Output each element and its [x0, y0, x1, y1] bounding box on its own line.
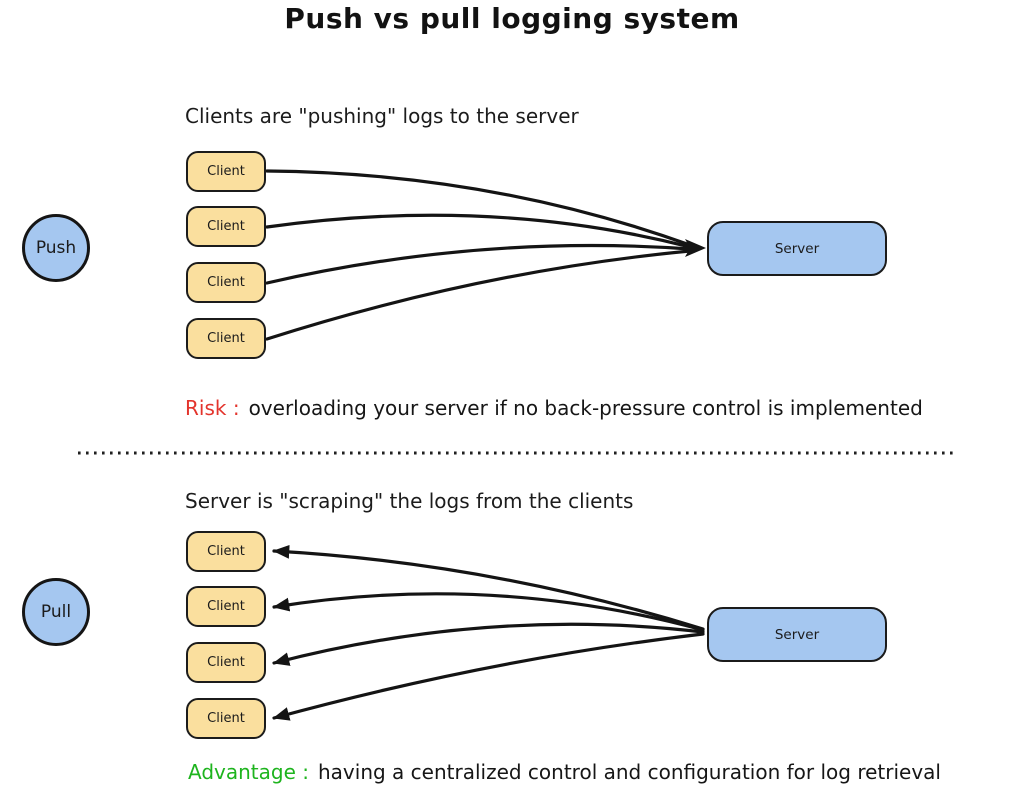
advantage-note-label: Advantage : [188, 760, 309, 784]
client-label: Client [207, 331, 245, 346]
client-node: Client [186, 318, 266, 359]
client-label: Client [207, 219, 245, 234]
server-label: Server [774, 626, 820, 643]
client-label: Client [207, 164, 245, 179]
pull-badge-label: Pull [40, 602, 72, 622]
client-node: Client [186, 531, 266, 572]
server-label: Server [774, 240, 820, 257]
risk-note: Risk : overloading your server if no back… [185, 396, 923, 420]
risk-note-label: Risk : [185, 396, 240, 420]
client-label: Client [207, 655, 245, 670]
server-node: Server [707, 221, 887, 276]
advantage-note-text: having a centralized control and configu… [318, 760, 941, 784]
client-label: Client [207, 711, 245, 726]
pull-heading: Server is "scraping" the logs from the c… [185, 489, 634, 513]
server-node: Server [707, 607, 887, 662]
client-node: Client [186, 698, 266, 739]
client-node: Client [186, 206, 266, 247]
client-label: Client [207, 544, 245, 559]
client-label: Client [207, 275, 245, 290]
push-arrowhead [685, 239, 706, 257]
push-badge-label: Push [35, 238, 77, 258]
diagram-title: Push vs pull logging system [284, 2, 740, 35]
push-heading: Clients are "pushing" logs to the server [185, 104, 579, 128]
advantage-note: Advantage : having a centralized control … [188, 760, 941, 784]
client-node: Client [186, 151, 266, 192]
push-badge: Push [22, 214, 90, 282]
client-node: Client [186, 642, 266, 683]
client-node: Client [186, 586, 266, 627]
pull-arrows [272, 544, 705, 721]
risk-note-text: overloading your server if no back-press… [248, 396, 923, 420]
client-label: Client [207, 599, 245, 614]
push-arrows [265, 169, 692, 341]
pull-badge: Pull [22, 578, 90, 646]
client-node: Client [186, 262, 266, 303]
